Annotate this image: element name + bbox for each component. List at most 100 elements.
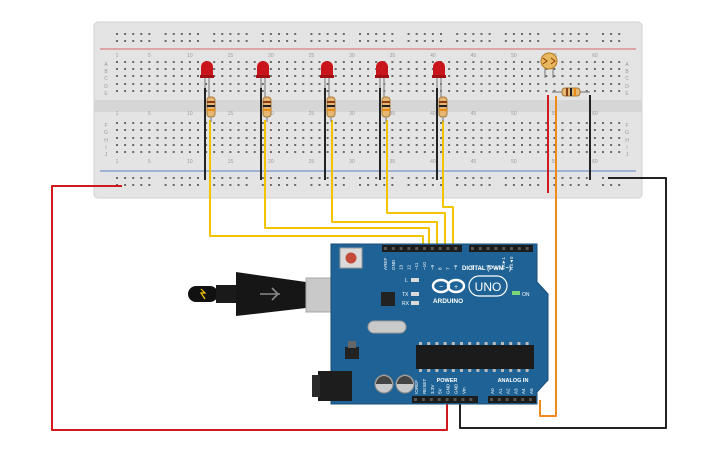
breadboard-hole[interactable] bbox=[180, 61, 183, 63]
wires[interactable] bbox=[51, 95, 667, 431]
breadboard-hole[interactable] bbox=[529, 144, 532, 146]
header-pin[interactable] bbox=[529, 398, 532, 401]
breadboard-hole[interactable] bbox=[350, 68, 353, 70]
breadboard-hole[interactable] bbox=[334, 144, 337, 146]
header-pin[interactable] bbox=[486, 247, 490, 250]
breadboard-hole[interactable] bbox=[205, 83, 208, 85]
breadboard-hole[interactable] bbox=[172, 144, 175, 146]
breadboard-hole[interactable] bbox=[302, 90, 305, 92]
breadboard-hole[interactable] bbox=[375, 184, 378, 186]
breadboard-hole[interactable] bbox=[407, 151, 410, 153]
breadboard-hole[interactable] bbox=[261, 83, 264, 85]
breadboard-hole[interactable] bbox=[407, 144, 410, 146]
breadboard-hole[interactable] bbox=[188, 151, 191, 153]
breadboard-hole[interactable] bbox=[464, 61, 467, 63]
breadboard-hole[interactable] bbox=[164, 184, 167, 186]
breadboard-hole[interactable] bbox=[448, 151, 451, 153]
breadboard-hole[interactable] bbox=[229, 122, 232, 124]
breadboard-hole[interactable] bbox=[602, 33, 604, 35]
breadboard-hole[interactable] bbox=[261, 122, 264, 124]
breadboard-hole[interactable] bbox=[602, 83, 604, 85]
led-circuit-2[interactable] bbox=[256, 61, 272, 180]
breadboard-hole[interactable] bbox=[496, 75, 499, 77]
breadboard-hole[interactable] bbox=[545, 83, 548, 85]
breadboard-hole[interactable] bbox=[350, 122, 353, 124]
breadboard-hole[interactable] bbox=[407, 137, 410, 139]
breadboard-hole[interactable] bbox=[310, 129, 313, 131]
breadboard-hole[interactable] bbox=[431, 144, 434, 146]
breadboard-hole[interactable] bbox=[585, 144, 588, 146]
breadboard-hole[interactable] bbox=[423, 40, 426, 42]
breadboard-hole[interactable] bbox=[237, 40, 240, 42]
breadboard-hole[interactable] bbox=[253, 122, 256, 124]
breadboard-hole[interactable] bbox=[521, 75, 523, 77]
header-pin[interactable] bbox=[469, 398, 473, 401]
breadboard-hole[interactable] bbox=[213, 68, 216, 70]
breadboard-hole[interactable] bbox=[423, 122, 426, 124]
breadboard-hole[interactable] bbox=[545, 75, 548, 77]
breadboard-hole[interactable] bbox=[156, 144, 159, 146]
breadboard-hole[interactable] bbox=[269, 68, 272, 70]
breadboard-hole[interactable] bbox=[294, 137, 297, 139]
breadboard-hole[interactable] bbox=[253, 83, 256, 85]
breadboard-hole[interactable] bbox=[488, 184, 491, 186]
breadboard-hole[interactable] bbox=[456, 83, 459, 85]
breadboard-hole[interactable] bbox=[188, 33, 191, 35]
header-pin[interactable] bbox=[438, 247, 442, 250]
breadboard-hole[interactable] bbox=[261, 90, 264, 92]
breadboard-hole[interactable] bbox=[431, 184, 434, 186]
breadboard-hole[interactable] bbox=[504, 122, 507, 124]
breadboard-hole[interactable] bbox=[286, 151, 289, 153]
breadboard-hole[interactable] bbox=[269, 75, 272, 77]
breadboard-hole[interactable] bbox=[472, 177, 475, 179]
breadboard-hole[interactable] bbox=[180, 90, 183, 92]
breadboard-hole[interactable] bbox=[350, 129, 353, 131]
breadboard-hole[interactable] bbox=[431, 61, 434, 63]
breadboard-hole[interactable] bbox=[585, 68, 588, 70]
breadboard-hole[interactable] bbox=[448, 90, 451, 92]
breadboard-hole[interactable] bbox=[423, 177, 426, 179]
led-circuit-5[interactable] bbox=[432, 61, 448, 180]
breadboard-hole[interactable] bbox=[164, 137, 167, 139]
breadboard-hole[interactable] bbox=[245, 83, 248, 85]
breadboard-hole[interactable] bbox=[326, 184, 329, 186]
breadboard-hole[interactable] bbox=[512, 184, 515, 186]
breadboard-hole[interactable] bbox=[415, 68, 418, 70]
header-pin[interactable] bbox=[478, 247, 482, 250]
breadboard-hole[interactable] bbox=[456, 184, 459, 186]
breadboard-hole[interactable] bbox=[229, 129, 232, 131]
breadboard-hole[interactable] bbox=[350, 151, 353, 153]
breadboard-hole[interactable] bbox=[367, 184, 370, 186]
breadboard-hole[interactable] bbox=[610, 83, 613, 85]
breadboard-hole[interactable] bbox=[116, 122, 118, 124]
breadboard-hole[interactable] bbox=[334, 129, 337, 131]
breadboard-hole[interactable] bbox=[116, 40, 118, 42]
breadboard-hole[interactable] bbox=[545, 137, 548, 139]
breadboard-hole[interactable] bbox=[245, 137, 248, 139]
breadboard-hole[interactable] bbox=[197, 177, 199, 179]
breadboard-hole[interactable] bbox=[253, 75, 256, 77]
breadboard-hole[interactable] bbox=[245, 144, 248, 146]
breadboard-hole[interactable] bbox=[342, 40, 345, 42]
breadboard-hole[interactable] bbox=[294, 33, 297, 35]
breadboard-hole[interactable] bbox=[488, 90, 491, 92]
breadboard-hole[interactable] bbox=[213, 33, 216, 35]
breadboard-hole[interactable] bbox=[342, 184, 345, 186]
breadboard-hole[interactable] bbox=[464, 83, 467, 85]
breadboard-hole[interactable] bbox=[221, 90, 224, 92]
breadboard-hole[interactable] bbox=[618, 144, 621, 146]
breadboard-hole[interactable] bbox=[140, 122, 143, 124]
breadboard-hole[interactable] bbox=[521, 129, 523, 131]
breadboard-hole[interactable] bbox=[585, 129, 588, 131]
breadboard-hole[interactable] bbox=[480, 33, 483, 35]
breadboard-hole[interactable] bbox=[237, 151, 240, 153]
breadboard-hole[interactable] bbox=[537, 33, 540, 35]
breadboard-hole[interactable] bbox=[423, 129, 426, 131]
breadboard-hole[interactable] bbox=[156, 83, 159, 85]
breadboard-hole[interactable] bbox=[310, 40, 313, 42]
breadboard-hole[interactable] bbox=[464, 144, 467, 146]
breadboard-hole[interactable] bbox=[391, 90, 394, 92]
header-pin[interactable] bbox=[513, 398, 517, 401]
breadboard-hole[interactable] bbox=[342, 83, 345, 85]
header-pin[interactable] bbox=[471, 247, 474, 250]
